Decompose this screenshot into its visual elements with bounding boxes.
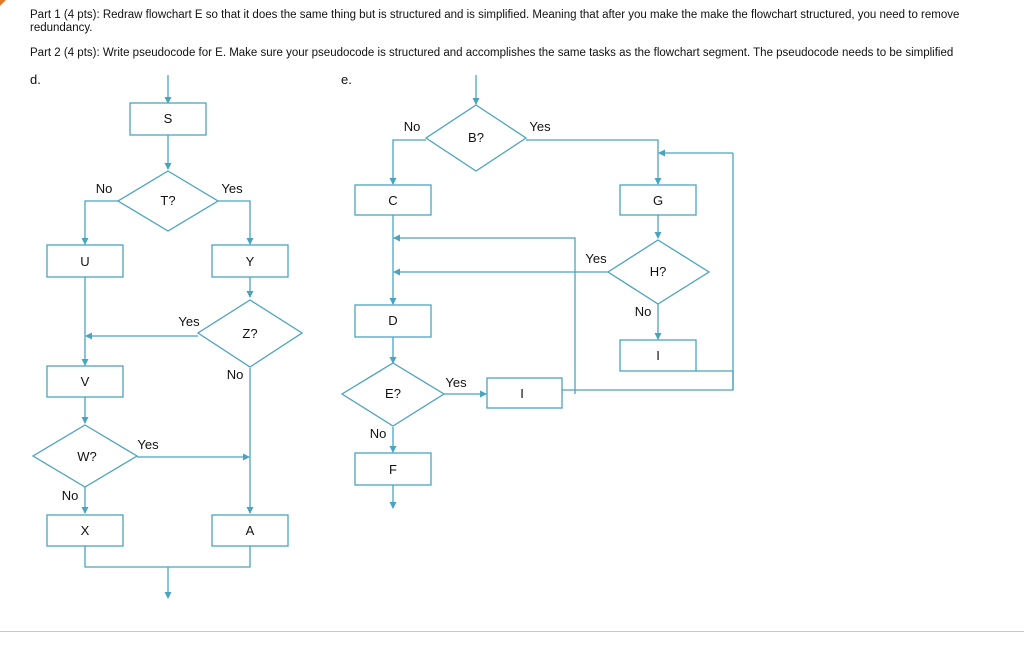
- flowchart-d-lines: [81, 75, 254, 599]
- node-G: G: [653, 193, 663, 208]
- label-w-no: No: [62, 488, 79, 503]
- process-box-V: [46, 365, 124, 398]
- label-b-no: No: [404, 119, 421, 134]
- decision-Z: [196, 299, 304, 368]
- bottom-divider: [0, 631, 1024, 632]
- label-z-yes: Yes: [178, 314, 200, 329]
- part2-instructions: Part 2 (4 pts): Write pseudocode for E. …: [30, 47, 954, 59]
- node-D: D: [388, 313, 397, 328]
- node-E: E?: [385, 386, 401, 401]
- node-I2: I: [656, 348, 660, 363]
- label-e-no: No: [370, 426, 387, 441]
- decision-H: [606, 239, 711, 305]
- node-T: T?: [160, 193, 175, 208]
- decision-E: [340, 362, 446, 427]
- node-B: B?: [468, 130, 484, 145]
- label-t-no: No: [96, 181, 113, 196]
- node-F: F: [389, 462, 397, 477]
- node-Z: Z?: [242, 326, 257, 341]
- node-S: S: [164, 111, 173, 126]
- decision-B: [424, 104, 528, 172]
- corner-mark: [0, 0, 6, 6]
- node-I1: I: [520, 386, 524, 401]
- flowchart-d-label: d.: [30, 72, 41, 87]
- process-box-G: [619, 184, 697, 216]
- process-box-Y: [211, 244, 289, 278]
- process-box-A: [211, 514, 289, 547]
- process-box-C: [354, 184, 432, 216]
- process-box-I2: [619, 339, 697, 372]
- process-box-F: [354, 452, 432, 486]
- label-t-yes: Yes: [221, 181, 243, 196]
- label-z-no: No: [227, 367, 244, 382]
- label-w-yes: Yes: [137, 437, 159, 452]
- part1-instructions: Part 1 (4 pts): Redraw flowchart E so th…: [30, 9, 960, 34]
- node-Y: Y: [246, 254, 255, 269]
- process-box-I1: [486, 377, 563, 409]
- process-box-D: [354, 304, 432, 338]
- flowchart-d-shapes: [31, 102, 304, 547]
- label-h-yes: Yes: [585, 251, 607, 266]
- node-A: A: [246, 523, 255, 538]
- decision-W: [31, 424, 139, 488]
- node-U: U: [80, 254, 89, 269]
- flowchart-e-label: e.: [341, 72, 352, 87]
- process-box-X: [46, 514, 124, 547]
- process-box-U: [46, 244, 124, 278]
- node-W: W?: [77, 449, 97, 464]
- label-b-yes: Yes: [529, 119, 551, 134]
- label-h-no: No: [635, 304, 652, 319]
- node-X: X: [81, 523, 90, 538]
- label-e-yes: Yes: [445, 375, 467, 390]
- flowchart-e-shapes: [340, 104, 711, 486]
- node-V: V: [81, 374, 90, 389]
- process-box-S: [129, 102, 207, 136]
- node-C: C: [388, 193, 397, 208]
- node-H: H?: [650, 264, 667, 279]
- decision-T: [116, 170, 220, 232]
